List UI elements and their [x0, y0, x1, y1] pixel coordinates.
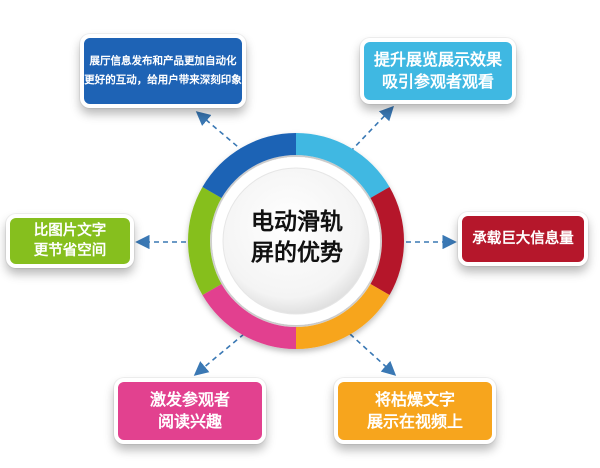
benefit-box-video-display: 将枯燥文字 展示在视频上: [334, 378, 496, 444]
ring-segment-light-blue: [296, 133, 390, 198]
benefit-automation-line1: 展厅信息发布和产品更加自动化: [89, 55, 237, 67]
center-title-line2: 屏的优势: [251, 239, 343, 266]
ring-segment-pink: [202, 284, 296, 349]
center-disc: [222, 167, 370, 315]
center-title: 电动滑轨 屏的优势: [227, 206, 367, 278]
benefit-video-display-line2: 展示在视频上: [366, 412, 463, 431]
benefit-box-space-saving: 比图片文字 更节省空间: [6, 214, 134, 268]
benefit-box-information-capacity: 承载巨大信息量: [458, 212, 588, 266]
benefit-box-reading-interest: 激发参观者 阅读兴趣: [114, 378, 266, 444]
benefit-information-capacity-line1: 承载巨大信息量: [472, 230, 574, 247]
arrow-to-reading-interest: [193, 333, 245, 376]
benefit-space-saving-line2: 更节省空间: [33, 242, 107, 259]
ring-segment-red: [370, 187, 404, 295]
benefit-display-effect-line2: 吸引参观者观看: [381, 72, 494, 91]
connector-arrows: [135, 105, 457, 376]
benefit-space-saving-line1: 比图片文字: [33, 222, 107, 239]
benefit-reading-interest-line1: 激发参观者: [149, 390, 230, 409]
ring-segment-green: [187, 187, 222, 295]
arrow-to-automation: [195, 111, 245, 153]
benefit-display-effect-line1: 提升展览展示效果: [373, 50, 502, 69]
ring-segment-orange: [296, 284, 390, 349]
center-title-line1: 电动滑轨: [251, 208, 343, 235]
benefit-box-automation: 展厅信息发布和产品更加自动化 更好的互动，给用户带来深刻印象: [80, 34, 246, 108]
benefit-video-display-line1: 将枯燥文字: [374, 390, 455, 409]
benefit-reading-interest-line2: 阅读兴趣: [157, 412, 222, 431]
arrow-to-video-display: [349, 333, 397, 376]
arrow-to-display-effect: [349, 105, 394, 153]
benefit-automation-line2: 更好的互动，给用户带来深刻印象: [84, 74, 242, 86]
benefit-box-display-effect: 提升展览展示效果 吸引参观者观看: [360, 38, 516, 104]
ring-segment-blue: [202, 133, 296, 198]
